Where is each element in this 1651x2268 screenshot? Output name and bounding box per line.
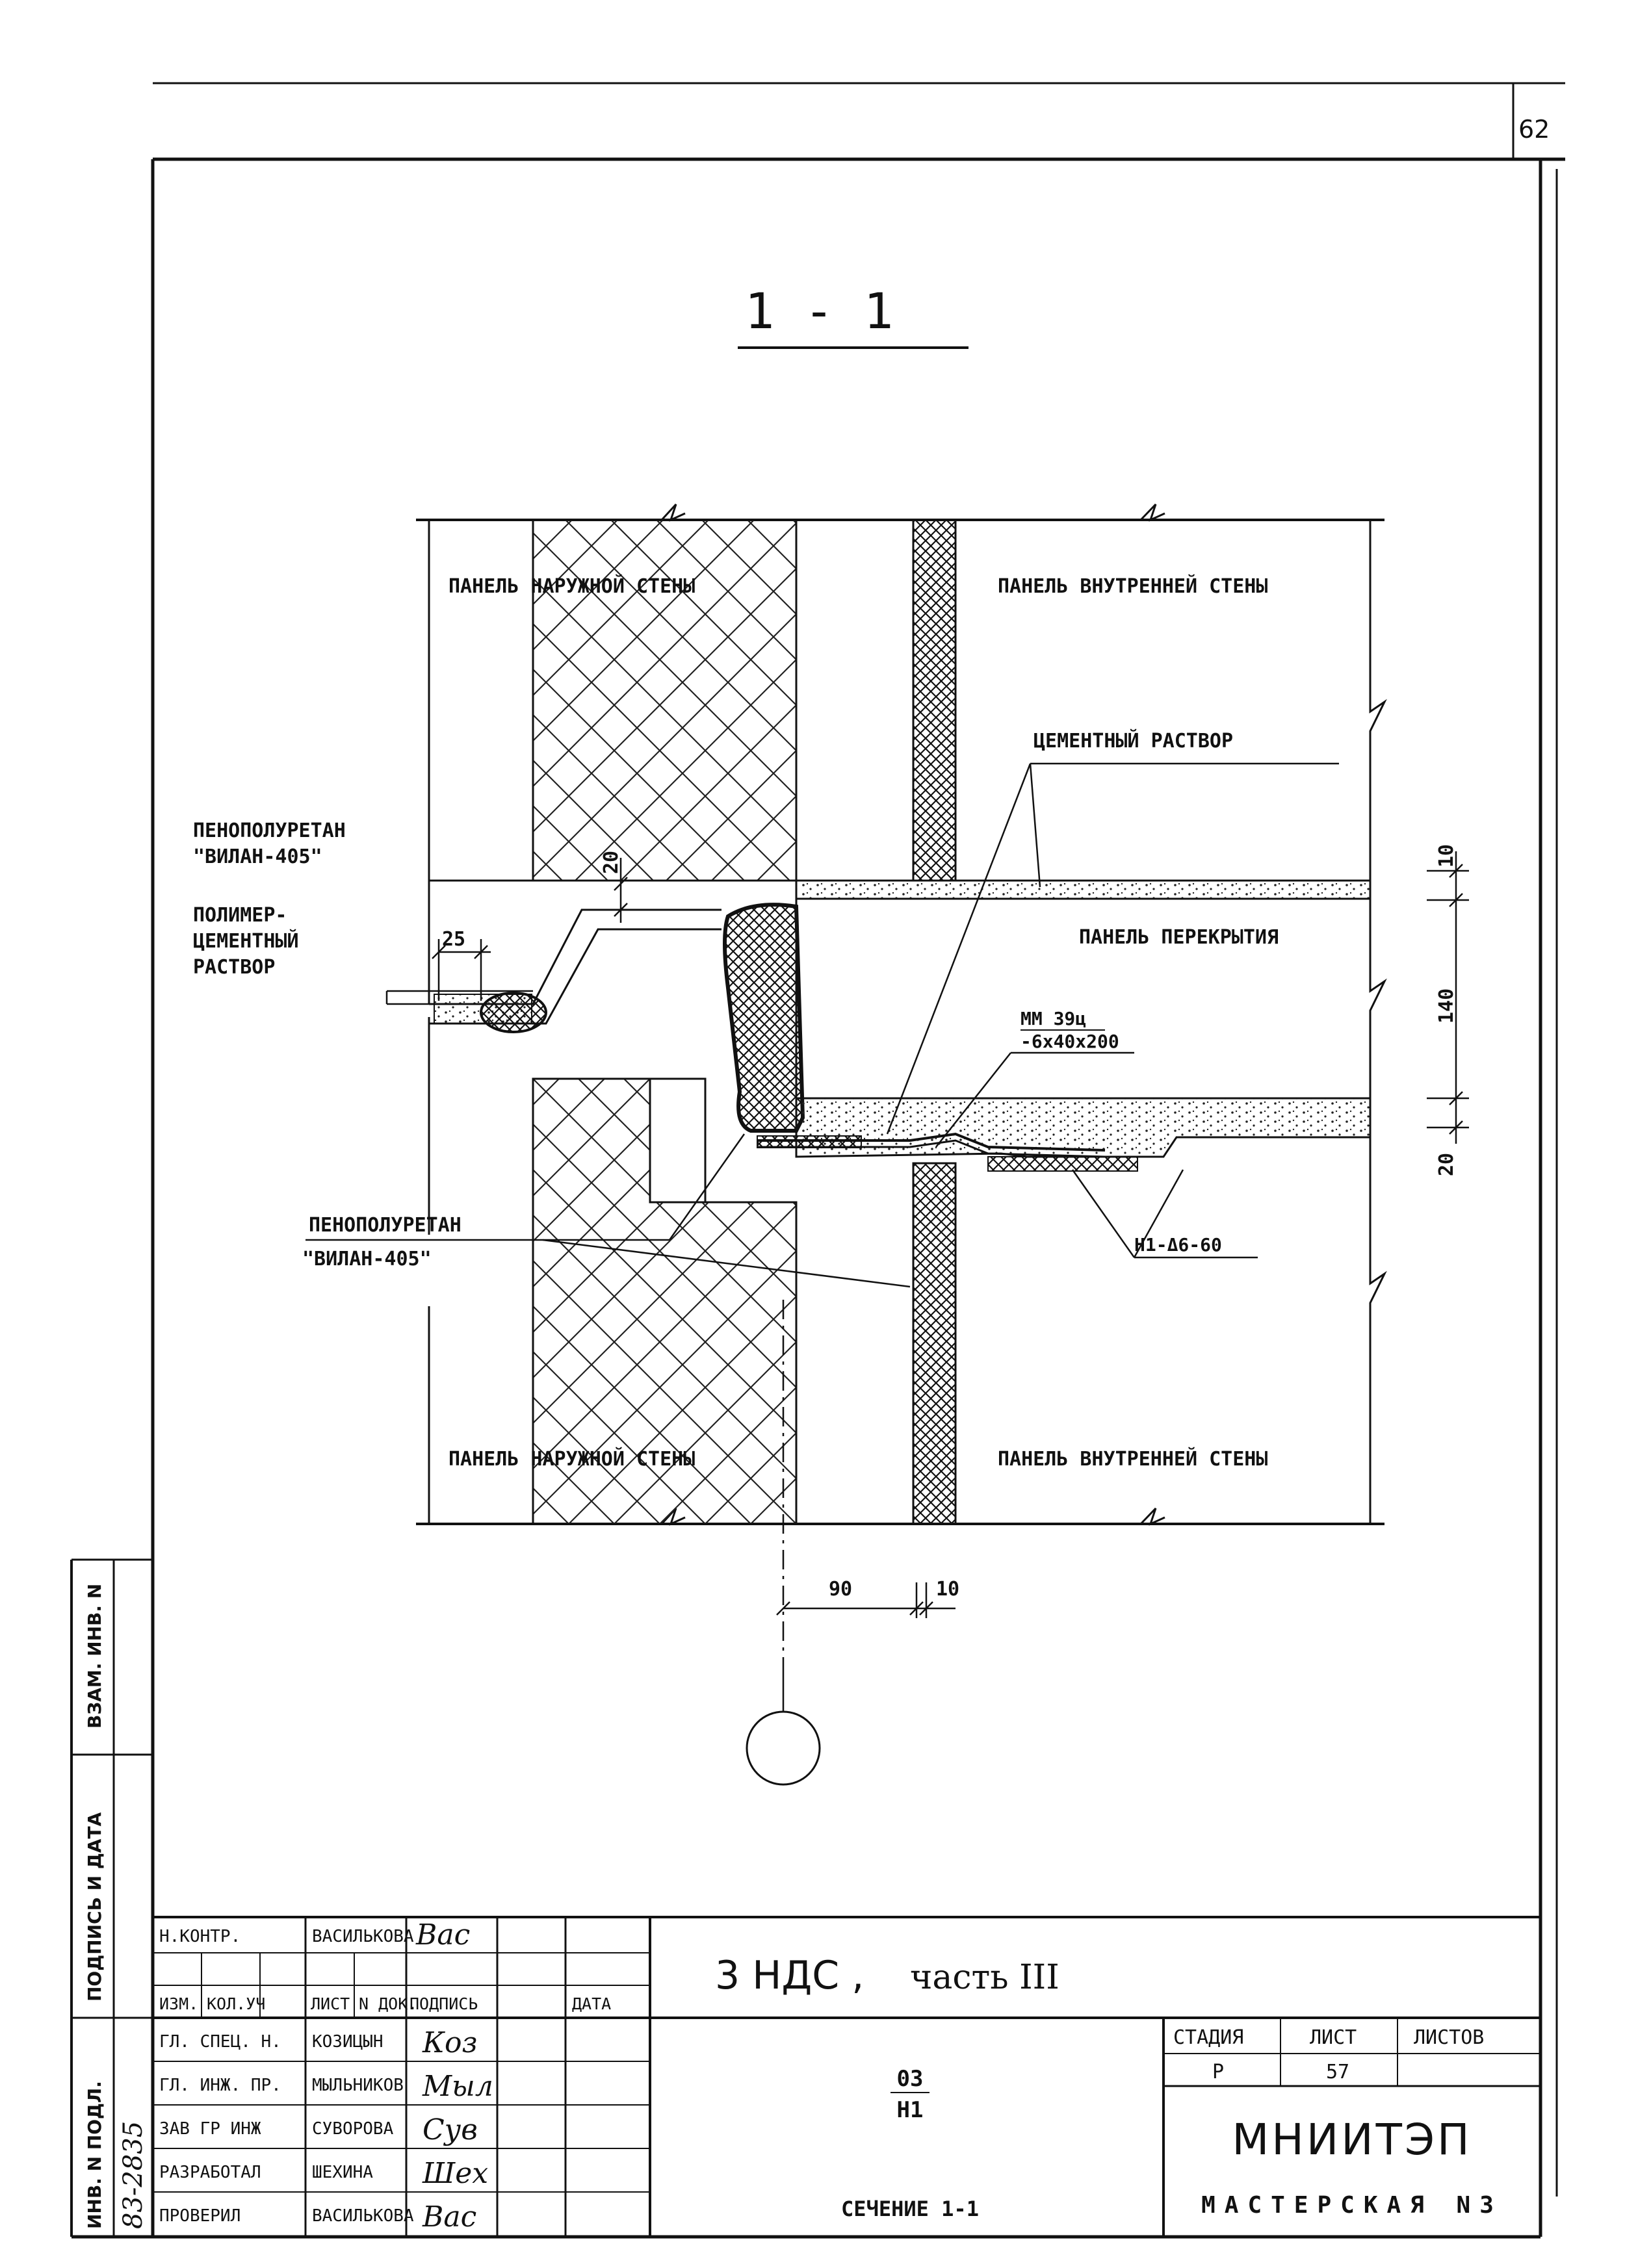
tb-row-role: ЗАВ ГР ИНЖ (159, 2119, 261, 2139)
dim-90: 90 (829, 1578, 852, 1601)
tb-row-role: РАЗРАБОТАЛ (159, 2163, 261, 2182)
title-block-text: 3 НДС , часть III Н.КОНТР. ВАСИЛЬКОВА Ва… (159, 1918, 1503, 2234)
dimensions (432, 851, 1469, 1618)
outer-wall-top-insulation (532, 519, 798, 882)
tb-row-name: СУВОРОВА (312, 2119, 394, 2139)
label-inner-wall-bottom: ПАНЕЛЬ ВНУТРЕННЕЙ СТЕНЫ (998, 1447, 1268, 1471)
tb-row-sig: Вас (422, 2200, 476, 2234)
label-foam-bottom-1: ПЕНОПОЛУРЕТАН (309, 1214, 462, 1237)
tb-ncontr-role: Н.КОНТР. (159, 1927, 240, 1946)
tb-org: МНИИТЭП (1232, 2115, 1472, 2165)
dim-10-bottom: 10 (936, 1578, 959, 1601)
label-plate: -6x40x200 (1020, 1031, 1119, 1052)
title-block (153, 1916, 1540, 2237)
tb-listov-label: ЛИСТОВ (1414, 2026, 1484, 2049)
tb-row-name: МЫЛЬНИКОВ (312, 2076, 404, 2095)
label-polymer-1: ПОЛИМЕР- (193, 904, 287, 927)
label-weld: Н1-Δ6-60 (1134, 1234, 1222, 1256)
section-title: 1 - 1 (745, 282, 894, 340)
tb-list-label: ЛИСТ (1310, 2026, 1357, 2049)
sealant-foam-main (723, 903, 805, 1133)
label-inner-wall-top: ПАНЕЛЬ ВНУТРЕННЕЙ СТЕНЫ (998, 574, 1268, 598)
tb-row-name: ВАСИЛЬКОВА (312, 2206, 414, 2226)
sheet-frame (72, 82, 1565, 2239)
tb-code-num: 03 (897, 2066, 924, 2092)
label-polymer-3: РАСТВОР (193, 956, 275, 979)
cement-mortar-top (795, 879, 1372, 900)
label-embedded-part: ММ 39ц (1020, 1008, 1086, 1029)
side-stamp (70, 1558, 153, 2237)
tb-row-name: КОЗИЦЫН (312, 2032, 384, 2052)
page-number: 62 (1518, 115, 1550, 144)
tb-hdr-izm: ИЗМ. (159, 1994, 198, 2013)
tb-hdr-koluch: КОЛ.УЧ (207, 1994, 265, 2013)
tb-part: часть III (910, 1958, 1060, 1997)
stamp-inv-number: 83-2835 (118, 2121, 148, 2229)
tb-row-sig: Сув (422, 2113, 478, 2146)
tb-hdr-list: ЛИСТ (311, 1994, 350, 2013)
tb-row-name: ШЕХИНА (312, 2163, 373, 2182)
tb-hdr-ndok: N ДОК. (359, 1994, 417, 2013)
label-foam-top-2: "ВИЛАН-405" (193, 845, 322, 868)
inner-wall-joint-top (912, 519, 957, 882)
label-polymer-2: ЦЕМЕНТНЫЙ (193, 929, 299, 953)
tb-hdr-data: ДАТА (572, 1994, 611, 2013)
label-foam-top-1: ПЕНОПОЛУРЕТАН (193, 819, 346, 842)
label-outer-wall-top: ПАНЕЛЬ НАРУЖНОЙ СТЕНЫ (448, 574, 695, 598)
tb-code-den: Н1 (897, 2097, 924, 2123)
tb-row-role: ПРОВЕРИЛ (159, 2206, 240, 2226)
stamp-podpis-data: ПОДПИСЬ И ДАТА (84, 1812, 105, 2002)
stamp-inv-podl: ИНВ. N ПОДЛ. (84, 2081, 105, 2229)
dim-20: 20 (1435, 1153, 1458, 1176)
tb-workshop: МАСТЕРСКАЯ N3 (1201, 2192, 1503, 2219)
tb-row-role: ГЛ. ИНЖ. ПР. (159, 2076, 281, 2095)
tb-row-sig: Шех (422, 2157, 488, 2190)
dim-140: 140 (1435, 988, 1458, 1024)
label-outer-wall-bottom: ПАНЕЛЬ НАРУЖНОЙ СТЕНЫ (448, 1447, 695, 1471)
leaders (306, 762, 1339, 1288)
tb-row-sig: Мыл (422, 2070, 493, 2103)
label-cement-mortar: ЦЕМЕНТНЫЙ РАСТВОР (1034, 729, 1233, 753)
sealant-bead-outer (480, 992, 547, 1033)
embedded-plate-lower (987, 1156, 1138, 1172)
tb-project: 3 НДС , (715, 1953, 864, 1998)
section-detail (416, 503, 1387, 1786)
axis-bubble (746, 1710, 821, 1786)
tb-ncontr-sig: Вас (415, 1918, 470, 1952)
inner-wall-joint-bottom (912, 1162, 957, 1525)
tb-stage-label: СТАДИЯ (1173, 2026, 1243, 2049)
tb-stage: Р (1212, 2061, 1224, 2083)
tb-sheet-title: СЕЧЕНИЕ 1-1 (841, 2197, 979, 2221)
dimension-texts: 20 25 10 140 20 90 10 (442, 844, 1458, 1601)
label-floor-panel: ПАНЕЛЬ ПЕРЕКРЫТИЯ (1079, 926, 1279, 949)
stamp-vzam-inv: ВЗАМ. ИНВ. N (84, 1584, 105, 1729)
label-foam-bottom-2: "ВИЛАН-405" (302, 1248, 432, 1270)
labels: ПАНЕЛЬ НАРУЖНОЙ СТЕНЫ ПАНЕЛЬ ВНУТРЕННЕЙ … (193, 574, 1279, 1471)
dim-25: 25 (442, 928, 465, 951)
tb-row-sig: Коз (422, 2026, 478, 2059)
tb-row-role: ГЛ. СПЕЦ. Н. (159, 2032, 281, 2052)
tb-list: 57 (1326, 2061, 1349, 2083)
tb-ncontr-name: ВАСИЛЬКОВА (312, 1927, 414, 1946)
dim-10: 10 (1435, 844, 1458, 868)
dim-20-top: 20 (600, 851, 623, 874)
tb-hdr-podpis: ПОДПИСЬ (410, 1994, 478, 2013)
